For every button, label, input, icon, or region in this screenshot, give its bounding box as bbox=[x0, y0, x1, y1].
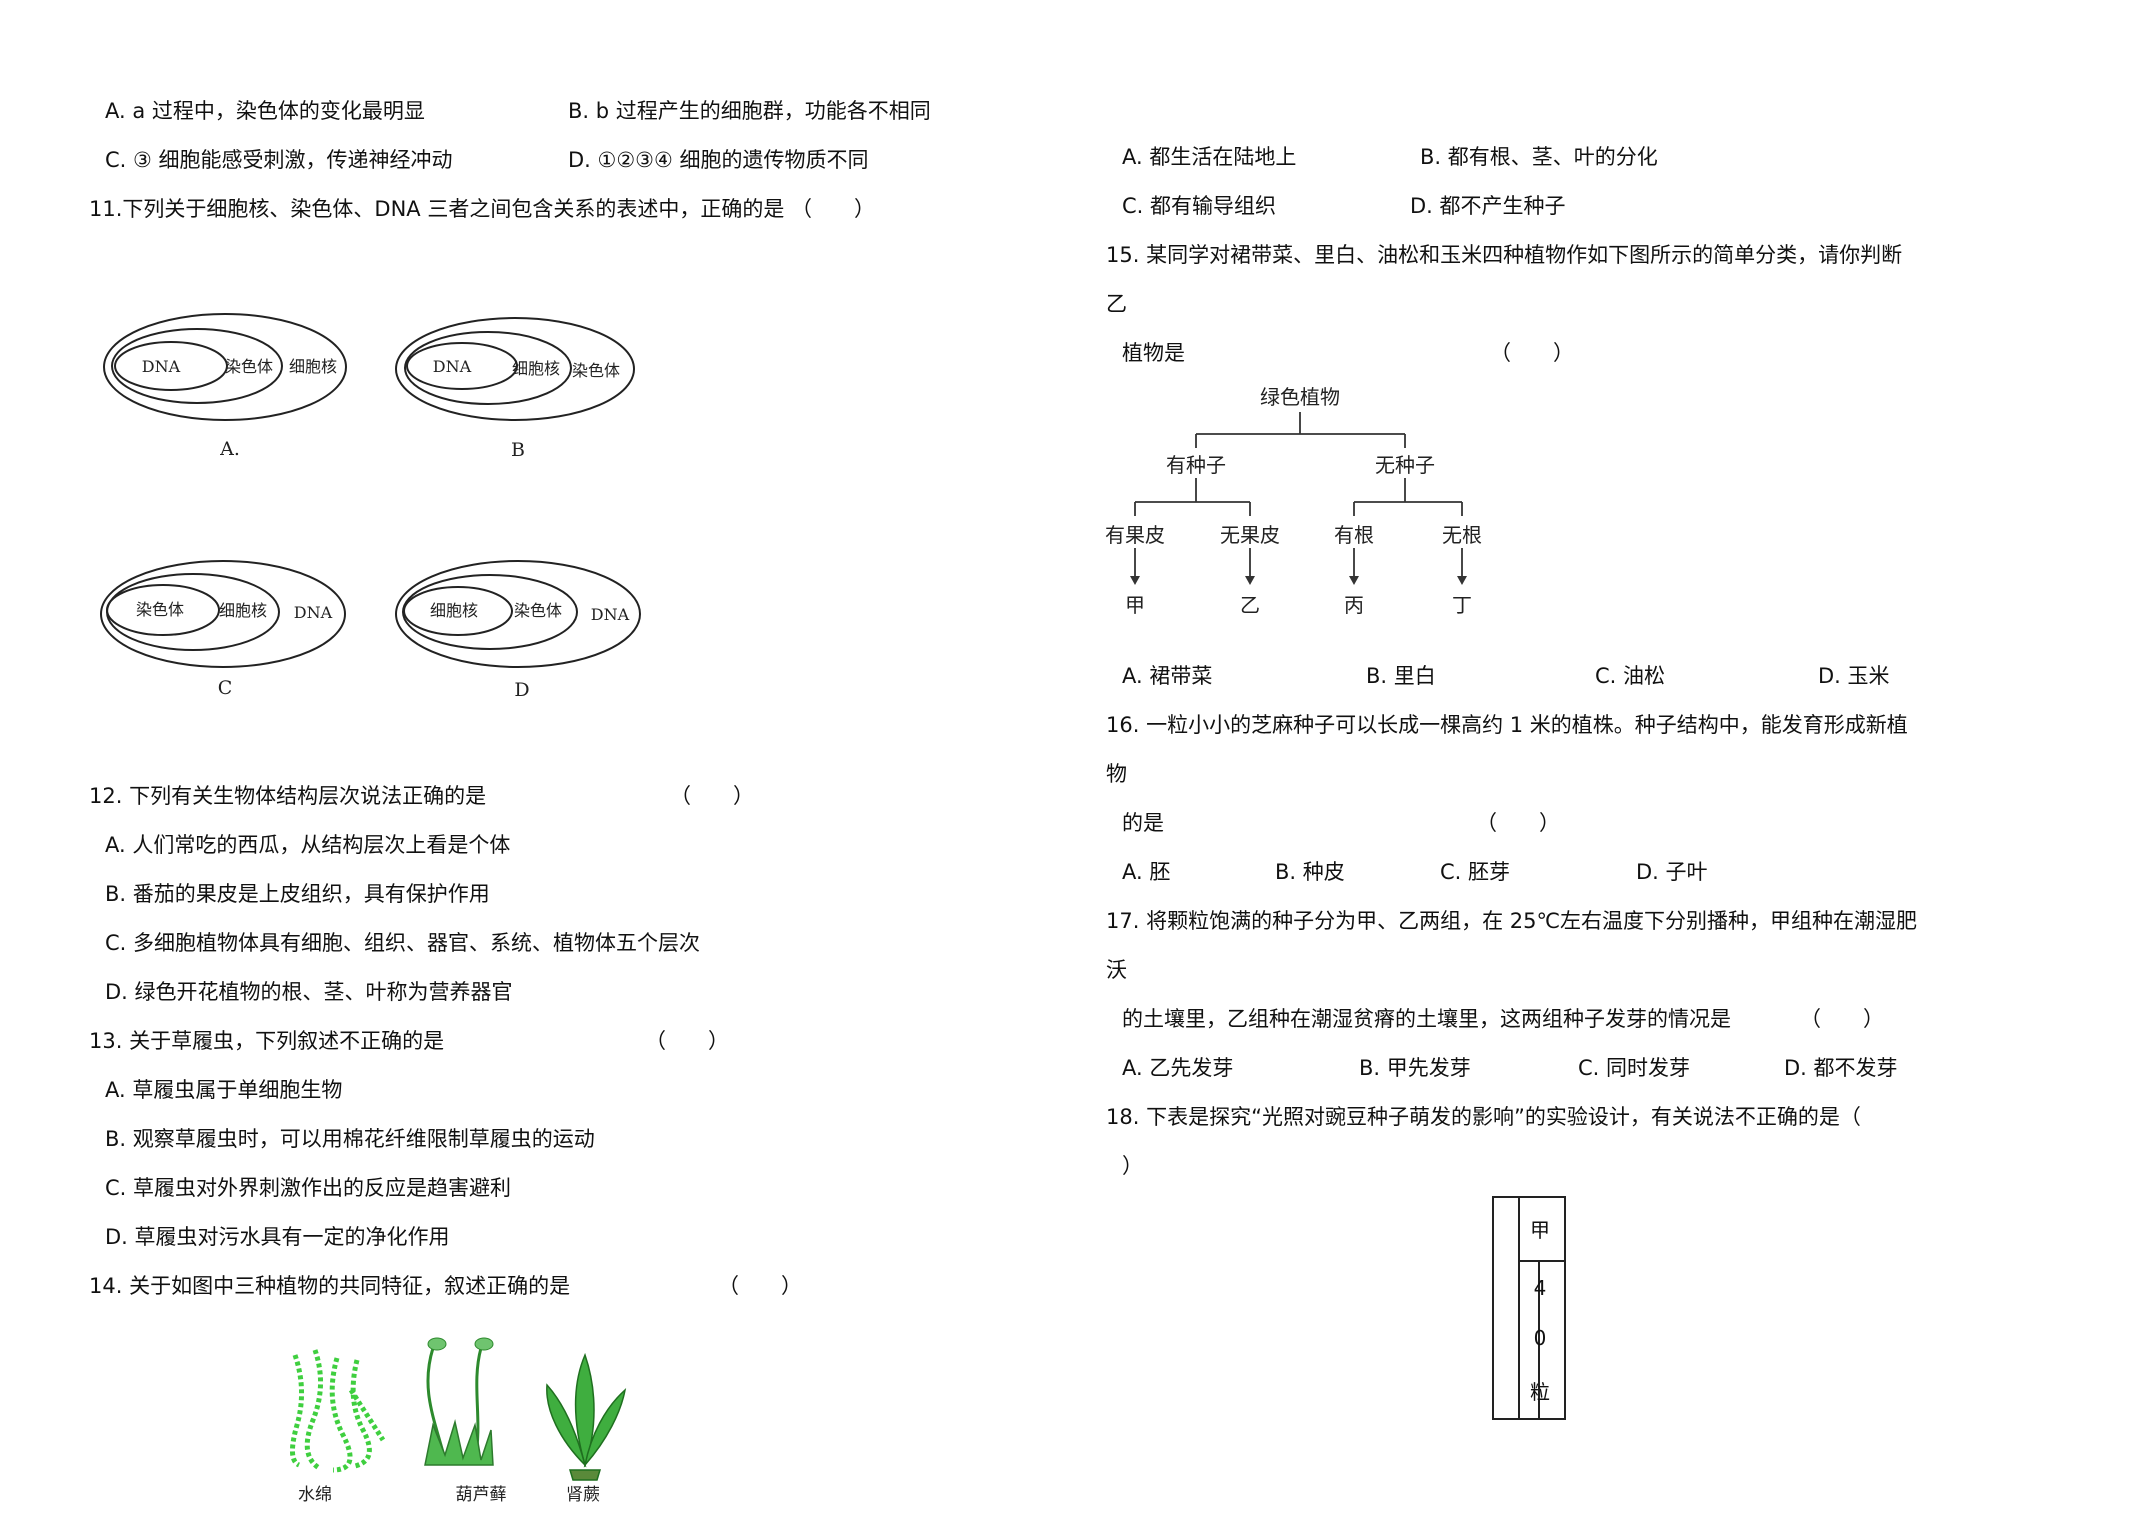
tree-has-root: 有根 bbox=[1334, 523, 1374, 547]
q12-option-c: C. 多细胞植物体具有细胞、组织、器官、系统、植物体五个层次 bbox=[105, 931, 701, 955]
q14-option-b: B. 都有根、茎、叶的分化 bbox=[1420, 145, 1658, 169]
q14-option-d: D. 都不产生种子 bbox=[1410, 194, 1566, 218]
table-cell-char: 甲 bbox=[1530, 1218, 1550, 1242]
diagram-d-inner: 细胞核 bbox=[430, 601, 478, 620]
table-cell-char: 粒 bbox=[1530, 1380, 1550, 1404]
q16-option-d: D. 子叶 bbox=[1636, 860, 1708, 884]
tree-leaf-yi: 乙 bbox=[1240, 593, 1260, 617]
q16-answer-paren: （ ） bbox=[1476, 811, 1560, 835]
q14-option-c: C. 都有输导组织 bbox=[1122, 194, 1277, 218]
q12-option-a: A. 人们常吃的西瓜，从结构层次上看是个体 bbox=[105, 833, 511, 857]
diagram-a-middle: 染色体 bbox=[225, 357, 273, 376]
q18-experiment-table: 甲 4 0 粒 bbox=[1492, 1196, 1566, 1420]
q16-stem-line3: 的是 bbox=[1122, 811, 1164, 835]
q12-option-b: B. 番茄的果皮是上皮组织，具有保护作用 bbox=[105, 882, 490, 906]
q16-option-c: C. 胚芽 bbox=[1440, 860, 1511, 884]
diagram-a-inner: DNA bbox=[142, 357, 181, 376]
q13-stem: 13. 关于草履虫，下列叙述不正确的是 bbox=[89, 1029, 445, 1053]
q16-option-b: B. 种皮 bbox=[1275, 860, 1345, 884]
q17-option-d: D. 都不发芽 bbox=[1784, 1056, 1898, 1080]
diagram-b-inner: DNA bbox=[433, 357, 472, 376]
diagram-d-label: D bbox=[514, 679, 529, 701]
q16-stem-line1: 16. 一粒小小的芝麻种子可以长成一棵高约 1 米的植株。种子结构中，能发育形成… bbox=[1106, 713, 1908, 737]
q15-option-b: B. 里白 bbox=[1366, 664, 1436, 688]
q11-diagram-d: 细胞核 染色体 DNA D bbox=[395, 560, 641, 701]
q18-stem-line2: ） bbox=[1122, 1154, 1143, 1178]
diagram-c-inner: 染色体 bbox=[136, 600, 184, 619]
q14-option-a: A. 都生活在陆地上 bbox=[1122, 145, 1297, 169]
q11-diagram-a: DNA 染色体 细胞核 A. bbox=[103, 313, 347, 460]
q11-diagram-c: 染色体 细胞核 DNA C bbox=[100, 560, 346, 699]
q17-option-c: C. 同时发芽 bbox=[1578, 1056, 1691, 1080]
plant-label-fern: 肾蕨 bbox=[566, 1485, 600, 1505]
fern-image bbox=[546, 1352, 627, 1481]
diagram-d-middle: 染色体 bbox=[514, 601, 562, 620]
tree-leaf-ding: 丁 bbox=[1452, 593, 1472, 617]
moss-image bbox=[424, 1337, 494, 1466]
q11-diagram-b: DNA 细胞核 染色体 B bbox=[395, 317, 635, 461]
q15-option-a: A. 裙带菜 bbox=[1122, 664, 1213, 688]
q10-option-c: C. ③ 细胞能感受刺激，传递神经冲动 bbox=[105, 148, 453, 172]
q13-option-a: A. 草履虫属于单细胞生物 bbox=[105, 1078, 343, 1102]
table-cell-char: 0 bbox=[1533, 1326, 1547, 1350]
q14-plant-illustration: 水绵 葫芦藓 肾蕨 bbox=[290, 1337, 627, 1505]
tree-has-seed: 有种子 bbox=[1166, 453, 1226, 477]
q16-option-a: A. 胚 bbox=[1122, 860, 1171, 884]
tree-leaf-bing: 丙 bbox=[1344, 593, 1364, 617]
tree-root: 绿色植物 bbox=[1260, 385, 1340, 409]
q12-stem: 12. 下列有关生物体结构层次说法正确的是 bbox=[89, 784, 487, 808]
diagram-c-middle: 细胞核 bbox=[219, 601, 267, 620]
q15-stem-line1: 15. 某同学对裙带菜、里白、油松和玉米四种植物作如下图所示的简单分类，请你判断 bbox=[1106, 243, 1903, 267]
q16-stem-line2: 物 bbox=[1106, 762, 1127, 786]
diagram-a-label: A. bbox=[219, 438, 240, 460]
diagram-c-outer: DNA bbox=[294, 603, 333, 622]
plant-label-spirogyra: 水绵 bbox=[298, 1485, 332, 1505]
q15-option-d: D. 玉米 bbox=[1818, 664, 1890, 688]
diagram-a-outer: 细胞核 bbox=[289, 357, 337, 376]
tree-leaf-jia: 甲 bbox=[1125, 593, 1145, 617]
diagram-b-outer: 染色体 bbox=[572, 361, 620, 380]
tree-has-pericarp: 有果皮 bbox=[1105, 523, 1165, 547]
q12-option-d: D. 绿色开花植物的根、茎、叶称为营养器官 bbox=[105, 980, 513, 1004]
q15-stem-line3: 植物是 bbox=[1122, 341, 1185, 365]
q13-option-b: B. 观察草履虫时，可以用棉花纤维限制草履虫的运动 bbox=[105, 1127, 595, 1151]
q17-stem-line2: 沃 bbox=[1106, 958, 1127, 982]
q15-option-c: C. 油松 bbox=[1595, 664, 1666, 688]
diagram-b-middle: 细胞核 bbox=[512, 359, 560, 378]
q10-option-b: B. b 过程产生的细胞群，功能各不相同 bbox=[568, 99, 931, 123]
q17-option-b: B. 甲先发芽 bbox=[1359, 1056, 1471, 1080]
q13-answer-paren: （ ） bbox=[645, 1029, 729, 1053]
q18-stem-line1: 18. 下表是探究“光照对豌豆种子萌发的影响”的实验设计，有关说法不正确的是（ bbox=[1106, 1105, 1861, 1129]
q11-stem: 11.下列关于细胞核、染色体、DNA 三者之间包含关系的表述中，正确的是 （ ） bbox=[89, 197, 875, 221]
q17-stem-line3: 的土壤里，乙组种在潮湿贫瘠的土壤里，这两组种子发芽的情况是 bbox=[1122, 1007, 1731, 1031]
diagram-d-outer: DNA bbox=[591, 605, 630, 624]
table-cell-char: 4 bbox=[1533, 1276, 1547, 1300]
q12-answer-paren: （ ） bbox=[670, 784, 754, 808]
q17-option-a: A. 乙先发芽 bbox=[1122, 1056, 1234, 1080]
diagram-b-label: B bbox=[511, 439, 525, 461]
diagram-c-label: C bbox=[218, 677, 233, 699]
q15-classification-tree: 绿色植物 有种子 无种子 有果皮 无果皮 有根 无根 甲 乙 丙 丁 bbox=[1105, 385, 1482, 617]
tree-no-pericarp: 无果皮 bbox=[1220, 523, 1280, 547]
q10-option-a: A. a 过程中，染色体的变化最明显 bbox=[105, 99, 425, 123]
q13-option-d: D. 草履虫对污水具有一定的净化作用 bbox=[105, 1225, 450, 1249]
spirogyra-image bbox=[290, 1349, 386, 1473]
tree-no-root: 无根 bbox=[1442, 523, 1482, 547]
tree-no-seed: 无种子 bbox=[1375, 453, 1435, 477]
q17-answer-paren: （ ） bbox=[1800, 1007, 1884, 1031]
plant-label-moss: 葫芦藓 bbox=[456, 1485, 507, 1505]
q13-option-c: C. 草履虫对外界刺激作出的反应是趋害避利 bbox=[105, 1176, 512, 1200]
q15-stem-line2: 乙 bbox=[1106, 292, 1127, 316]
q10-option-d: D. ①②③④ 细胞的遗传物质不同 bbox=[568, 148, 869, 172]
q15-answer-paren: （ ） bbox=[1490, 341, 1574, 365]
q17-stem-line1: 17. 将颗粒饱满的种子分为甲、乙两组，在 25℃左右温度下分别播种，甲组种在潮… bbox=[1106, 909, 1918, 933]
q14-stem: 14. 关于如图中三种植物的共同特征，叙述正确的是 bbox=[89, 1274, 571, 1298]
q14-answer-paren: （ ） bbox=[718, 1274, 802, 1298]
